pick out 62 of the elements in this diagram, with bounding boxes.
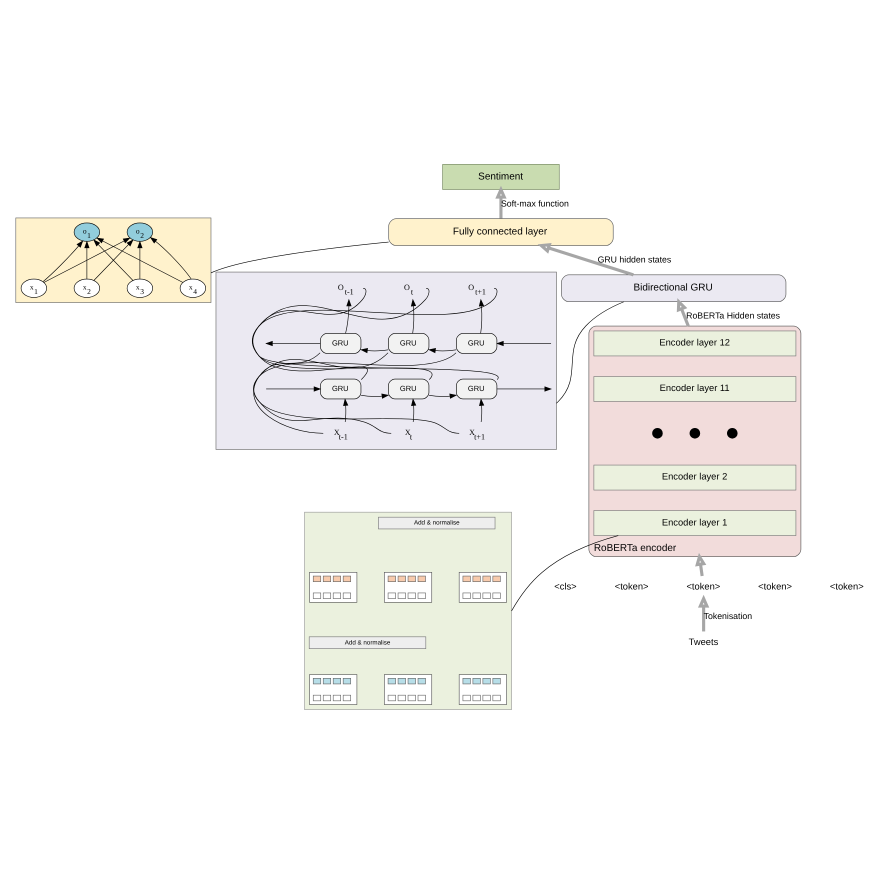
cluster (304, 512, 512, 710)
edge-label: Soft-max function (500, 198, 569, 208)
arrow (495, 186, 507, 218)
edge-label: GRU hidden states (598, 254, 672, 265)
arrow (150, 236, 192, 280)
node-text: Tweets (688, 636, 718, 647)
cluster (216, 272, 557, 450)
arrow (428, 348, 457, 354)
node-box: Encoder layer 1 (594, 510, 796, 536)
node-picture (458, 674, 507, 705)
node-box: Fully connected layer (388, 218, 614, 246)
node-picture (458, 572, 507, 603)
arrow (42, 240, 84, 282)
arrow (410, 298, 416, 334)
edge-label: Tokenisation (704, 611, 752, 622)
edge-label: RoBERTa Hidden states (686, 310, 780, 321)
arrow (695, 552, 706, 576)
connector (253, 352, 324, 434)
arrow (265, 340, 321, 346)
node-circle (652, 428, 663, 439)
node-box: Encoder layer 11 (594, 376, 796, 402)
arrow (698, 594, 710, 632)
connector (253, 352, 460, 434)
node-text: <token> (686, 581, 720, 592)
node-box: Encoder layer 12 (594, 330, 796, 356)
connector (253, 352, 392, 434)
arrow (360, 348, 389, 354)
arrow (84, 240, 90, 280)
arrow (360, 394, 390, 399)
arrow (496, 386, 552, 392)
arrow (479, 398, 484, 422)
arrow (137, 240, 143, 280)
connector (252, 288, 432, 380)
node-text: <token> (758, 581, 792, 592)
arrow (343, 398, 348, 422)
arrow (676, 298, 690, 327)
arrow (478, 298, 484, 334)
arrow (266, 386, 322, 392)
node-picture (309, 674, 358, 705)
cluster (15, 218, 212, 303)
arrow (96, 238, 184, 283)
node-circle (690, 428, 700, 439)
connector (252, 288, 498, 380)
connector (511, 535, 619, 612)
arrow (44, 238, 131, 283)
node-picture (309, 572, 358, 603)
node-box: Bidirectional GRU (561, 274, 786, 302)
arrow (411, 398, 416, 422)
node-text: <cls> (554, 581, 577, 592)
connector (210, 242, 389, 274)
node-text: <token> (830, 581, 864, 592)
node-circle (727, 428, 738, 439)
node-text: <token> (614, 581, 649, 592)
connector (556, 301, 624, 404)
arrow (538, 242, 634, 276)
node-picture (384, 572, 432, 603)
node-box: Encoder layer 2 (594, 464, 796, 490)
arrow (345, 298, 352, 334)
arrow (496, 340, 552, 346)
arrow (428, 394, 458, 399)
node-picture (384, 674, 432, 705)
node-box: Sentiment (442, 164, 560, 190)
